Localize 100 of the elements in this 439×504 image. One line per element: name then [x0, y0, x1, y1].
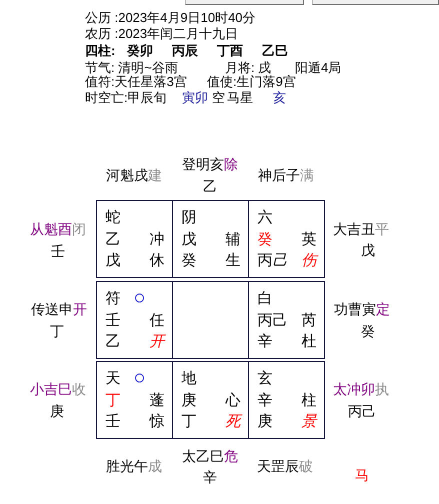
pillar-text: 癸卯 [127, 43, 153, 59]
circle-mark: ○ [134, 290, 146, 307]
lodged-stem: 己 [272, 252, 288, 269]
heaven-stem: 乙 [106, 231, 120, 248]
spirit-label: 天 [106, 370, 120, 387]
ju-number-text: 阳遁4局 [295, 60, 342, 75]
palace-cell [248, 200, 325, 278]
pillar-text: 丁酉 [217, 43, 243, 59]
general-label: 胜光午 [106, 458, 148, 474]
palace-cell [248, 281, 325, 359]
palace-cell [96, 361, 173, 439]
earth-stem: 丁 [182, 413, 196, 430]
general-label: 天罡辰 [257, 458, 299, 474]
general-label: 河魁戌 [106, 166, 148, 184]
heaven-stem: 辛 [258, 392, 272, 409]
heaven-stem: 庚 [182, 392, 196, 409]
officer-label: 除 [224, 156, 238, 172]
heaven-stem: 壬 [106, 312, 120, 329]
palace-cell [172, 281, 249, 359]
void-branch-text: 寅卯 [182, 90, 208, 106]
general-label: 从魁酉 [30, 220, 72, 238]
spirit-label: 阴 [182, 209, 196, 226]
star-label: 蓬 [150, 392, 164, 409]
palace-cell [172, 200, 249, 278]
pillars-heading: 四柱: [85, 43, 116, 59]
spirit-label: 蛇 [106, 209, 120, 226]
pillar-text: 乙巳 [262, 43, 288, 59]
spirit-label: 符 [106, 290, 120, 307]
earth-stem: 壬 [106, 413, 120, 430]
lunar-date-text: 农历 :2023年闰二月十九日 [85, 26, 238, 42]
officer-label: 危 [224, 448, 238, 464]
star-label: 任 [150, 312, 164, 329]
palace-cell [96, 200, 173, 278]
void-text: 空 [212, 90, 225, 106]
stem-label: 壬 [51, 242, 65, 260]
officer-label: 建 [148, 166, 162, 184]
stem-label: 癸 [361, 322, 375, 340]
stem-label: 庚 [50, 402, 64, 420]
earth-stem: 丙 [258, 252, 272, 269]
officer-label: 破 [299, 458, 313, 474]
officer-label: 平 [375, 220, 389, 238]
door-label: 开 [150, 333, 164, 350]
officer-label: 开 [73, 300, 87, 318]
heaven-stem: 戊 [182, 231, 196, 248]
stem-label: 辛 [203, 468, 217, 486]
palace-cell [248, 361, 325, 439]
star-label: 冲 [150, 231, 164, 248]
general-label: 登明亥 [182, 156, 224, 172]
general-label: 大吉丑 [333, 220, 375, 238]
star-label: 辅 [226, 231, 240, 248]
door-label: 伤 [302, 252, 316, 269]
horse-label: 马 [355, 466, 369, 484]
star-label: 心 [226, 392, 240, 409]
door-label: 生 [226, 252, 240, 269]
duty-star-text: 值符:天任星落3宫 [85, 74, 187, 90]
door-label: 休 [150, 252, 164, 269]
heaven-stem: 癸 [258, 231, 272, 248]
officer-label: 执 [375, 380, 389, 398]
solar-date-text: 公历 :2023年4月9日10时40分 [85, 10, 256, 26]
earth-stem: 乙 [106, 333, 120, 350]
spirit-label: 玄 [258, 370, 272, 387]
general-label: 功曹寅 [334, 300, 376, 318]
general-label: 太冲卯 [333, 380, 375, 398]
spirit-label: 白 [258, 290, 272, 307]
heaven-stem: 丙己 [258, 312, 288, 329]
stem-label: 乙 [203, 178, 217, 194]
void-heading: 时空亡:甲辰旬 [85, 90, 167, 106]
earth-stem: 癸 [182, 252, 196, 269]
circle-mark: ○ [134, 370, 146, 387]
palace-cell [172, 361, 249, 439]
officer-label: 收 [72, 380, 86, 398]
door-label: 景 [302, 413, 316, 430]
spirit-label: 六 [258, 209, 272, 226]
stem-label: 戊 [361, 242, 375, 258]
horse-branch-text: 亥 [273, 90, 286, 106]
general-label: 传送申 [31, 300, 73, 318]
spirit-label: 地 [182, 370, 196, 387]
door-label: 惊 [150, 413, 164, 430]
duty-door-text: 值使:生门落9宫 [207, 74, 296, 90]
stem-label: 丙己 [348, 402, 376, 420]
star-label: 英 [302, 231, 316, 248]
officer-label: 定 [376, 300, 390, 318]
officer-label: 成 [148, 458, 162, 474]
general-label: 太乙巳 [182, 448, 224, 464]
star-label: 柱 [302, 392, 316, 409]
door-label: 死 [226, 413, 240, 430]
pillar-text: 丙辰 [172, 43, 198, 59]
month-general-text: 月将: 戌 [225, 60, 272, 75]
general-label: 小吉巳 [30, 380, 72, 398]
solar-term-text: 节气: 清明~谷雨 [85, 60, 178, 75]
general-label: 神后子 [258, 166, 300, 184]
star-label: 芮 [302, 312, 316, 329]
heaven-stem: 丁 [106, 392, 120, 409]
door-label: 杜 [302, 333, 316, 350]
earth-stem: 庚 [258, 413, 272, 430]
earth-stem: 辛 [258, 333, 272, 350]
horse-star-text: 马星 [227, 90, 253, 106]
stem-label: 丁 [50, 322, 64, 340]
palace-cell [96, 281, 173, 359]
officer-label: 闭 [72, 220, 86, 238]
